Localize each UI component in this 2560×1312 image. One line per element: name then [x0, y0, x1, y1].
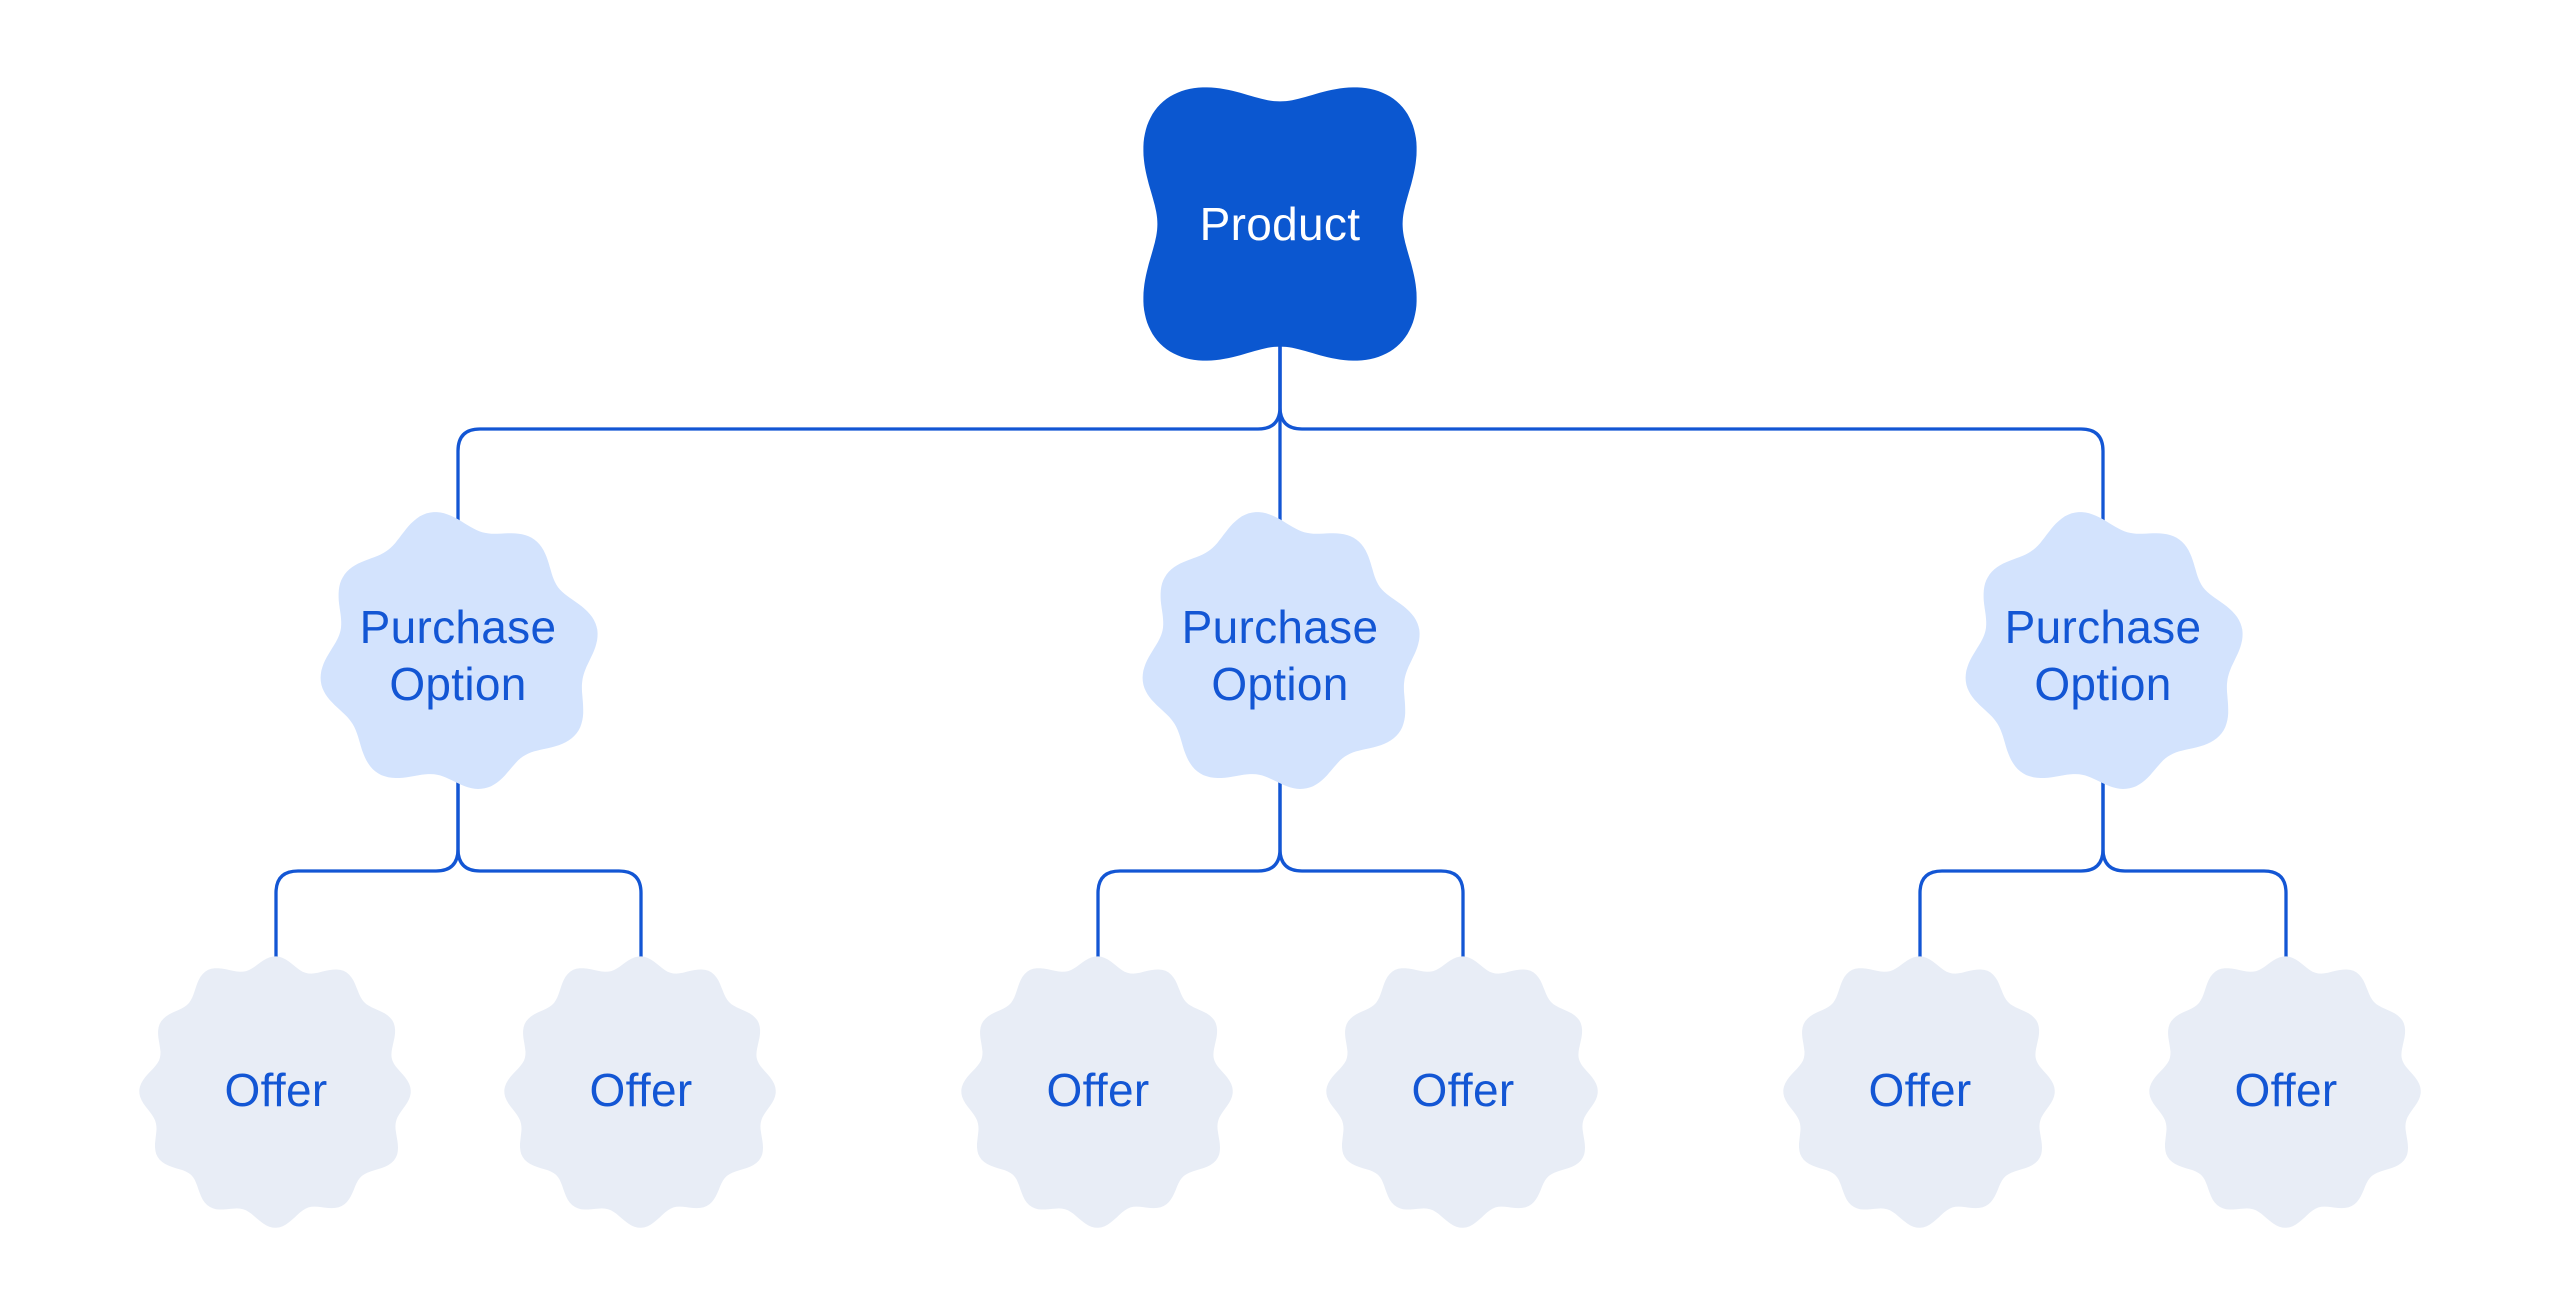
offer-4-node-shape [1326, 956, 1598, 1228]
connector-product-to-purchase-3 [1278, 335, 2105, 525]
offer-5-node-shape [1783, 956, 2055, 1228]
connector-purchase-3-to-offer-2 [2101, 780, 2288, 965]
offer-3-node-shape [961, 956, 1233, 1228]
connector-layer [274, 335, 2288, 965]
purchase-option-1-label-line-1: Purchase [360, 601, 557, 653]
label-layer: Product Purchase Option Purchase Option … [225, 198, 2338, 1116]
connector-purchase-2-to-offer-1 [1096, 780, 1282, 965]
purchase-option-2-node-shape [1142, 512, 1420, 789]
connector-product-to-purchase-1 [456, 335, 1282, 525]
offer-1-node-shape [139, 956, 411, 1228]
connector-purchase-1-to-offer-1 [274, 780, 460, 965]
offer-1-label: Offer [225, 1064, 328, 1116]
purchase-option-3-node-shape [1965, 512, 2243, 789]
product-node-label: Product [1200, 198, 1361, 250]
purchase-option-3-label-line-2: Option [2034, 658, 2171, 710]
product-node-shape [1143, 87, 1417, 361]
connector-purchase-1-to-offer-2 [456, 780, 643, 965]
offer-6-label: Offer [2235, 1064, 2338, 1116]
purchase-option-3-label-line-1: Purchase [2005, 601, 2202, 653]
purchase-option-1-label-line-2: Option [389, 658, 526, 710]
offer-6-node-shape [2149, 956, 2421, 1228]
offer-5-label: Offer [1869, 1064, 1972, 1116]
node-layer [139, 87, 2421, 1228]
connector-purchase-2-to-offer-2 [1278, 780, 1465, 965]
offer-2-node-shape [504, 956, 776, 1228]
offer-2-label: Offer [590, 1064, 693, 1116]
connector-purchase-3-to-offer-1 [1918, 780, 2105, 965]
purchase-option-2-label-line-1: Purchase [1182, 601, 1379, 653]
offer-3-label: Offer [1047, 1064, 1150, 1116]
purchase-option-2-label-line-2: Option [1211, 658, 1348, 710]
purchase-option-1-node-shape [320, 512, 598, 789]
offer-4-label: Offer [1412, 1064, 1515, 1116]
